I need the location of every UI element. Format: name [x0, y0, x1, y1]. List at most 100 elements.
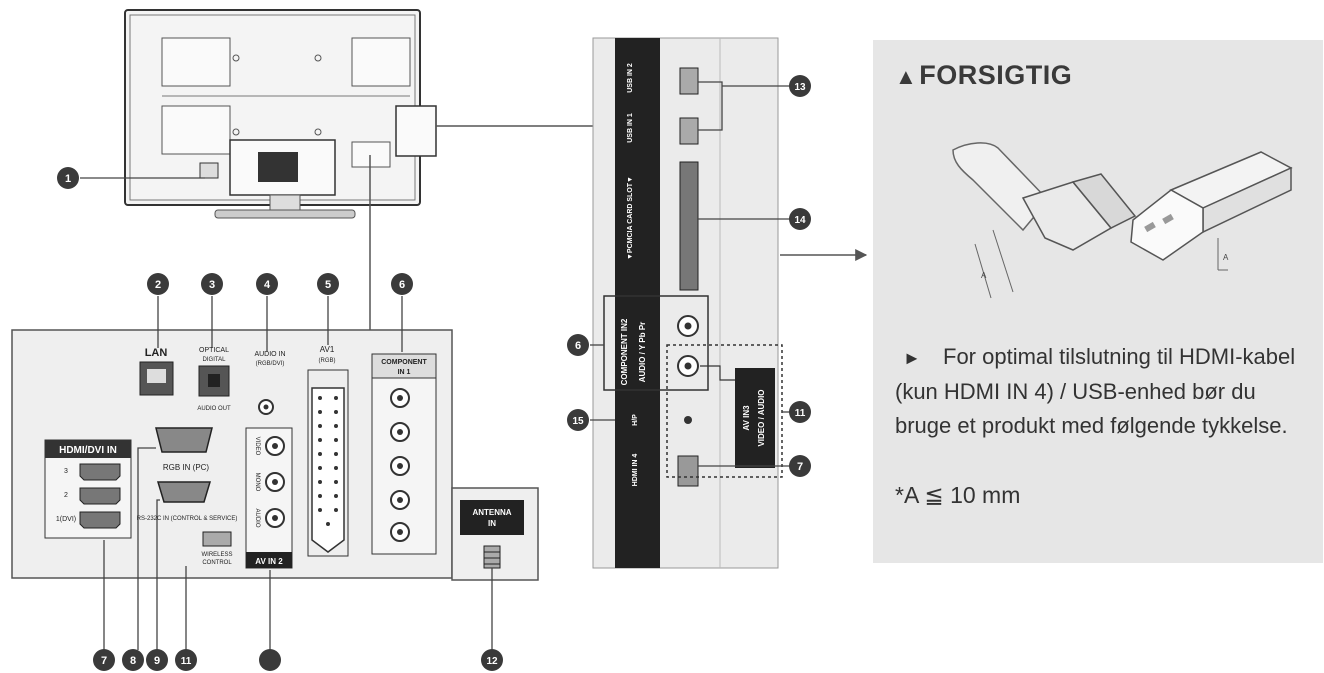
optical-sub-label: DIGITAL [203, 357, 227, 363]
caution-title: ▲FORSIGTIG [895, 60, 1073, 90]
triangle-bullet-icon: ► [903, 348, 921, 368]
dimension-label: A [981, 271, 987, 280]
callout-number: 5 [325, 279, 331, 291]
callout-number: 13 [794, 82, 806, 93]
callout-number: 14 [794, 215, 806, 226]
usb-in1-port [679, 117, 699, 145]
callout-number: 3 [209, 279, 215, 291]
av-in3-frame [666, 344, 783, 478]
rs232c-label: RS-232C IN (CONTROL & SERVICE) [137, 516, 238, 522]
scart-connector [311, 387, 345, 553]
antenna-sub-label: IN [488, 519, 496, 528]
av-in3-sub-label: VIDEO / AUDIO [757, 389, 766, 446]
hdmi-port-label: 1(DVI) [56, 516, 76, 523]
callout-marker [259, 649, 281, 671]
callout-marker [175, 649, 197, 671]
callout-number: 9 [154, 655, 160, 667]
optical-socket [208, 374, 220, 387]
headphone-jack [684, 416, 692, 424]
tv-back-illustration [124, 9, 437, 219]
optical-label: OPTICAL [199, 347, 229, 354]
callout-marker [789, 401, 811, 423]
caution-instruction: ►For optimal tilslutning til HDMI-kabel … [895, 340, 1313, 443]
callout-number: 12 [486, 656, 498, 667]
callout-number: 15 [572, 416, 584, 427]
callout-leaders [80, 81, 790, 650]
lan-socket [147, 369, 166, 383]
callout-marker [147, 273, 169, 295]
callout-marker [391, 273, 413, 295]
lan-label: LAN [145, 347, 168, 359]
callout-number: 2 [155, 279, 161, 291]
callout-marker [201, 273, 223, 295]
av-in2-video-label: VIDEO [254, 437, 260, 456]
antenna-label: ANTENNA [472, 508, 511, 517]
pcmcia-slot [679, 161, 699, 291]
component-in1-sub-label: IN 1 [398, 369, 411, 376]
component-in2-sub-label: AUDIO / Y Pb Pr [638, 322, 647, 383]
callout-marker [256, 273, 278, 295]
pcmcia-label: ▼PCMCIA CARD SLOT▼ [627, 176, 634, 260]
callout-marker [481, 649, 503, 671]
component-in1-label: COMPONENT [381, 359, 427, 366]
usb-in1-label: USB IN 1 [627, 113, 634, 143]
callout-number: 6 [575, 340, 581, 352]
rgb-in-port [155, 427, 213, 453]
rs232c-port [156, 481, 212, 503]
side-connection-panel: USB IN 2 USB IN 1 ▼PCMCIA CARD SLOT▼ COM… [592, 37, 783, 569]
av1-label: AV1 [320, 345, 335, 354]
antenna-panel: ANTENNA IN [451, 487, 539, 581]
callout-marker [567, 409, 589, 431]
callout-marker [789, 75, 811, 97]
hdmi-cable-illustration: A [952, 142, 1137, 299]
dimension-label: A [1223, 253, 1229, 262]
callout-marker [317, 273, 339, 295]
rear-connection-panel: LAN OPTICAL DIGITAL AUDIO OUT AUDIO IN (… [11, 329, 453, 579]
callout-number: 1 [65, 173, 71, 185]
callout-number: 8 [130, 655, 136, 667]
hdmi-port-label: 3 [64, 468, 68, 475]
antenna-port [483, 545, 501, 569]
hp-label: H/P [632, 414, 639, 426]
hdmi-port-3 [79, 463, 121, 481]
callout-markers: 1 2 3 4 5 6 7 8 9 11 12 13 14 6 15 11 7 [57, 75, 811, 671]
caution-box: ▲FORSIGTIG A A ►For optimal tilslutning … [873, 40, 1323, 563]
callout-number: 7 [797, 461, 803, 473]
callout-number: 6 [399, 279, 405, 291]
callout-number: 7 [101, 655, 107, 667]
caution-spec: *A ≦ 10 mm [895, 482, 1021, 508]
audio-in-sub-label: (RGB/DVI) [256, 361, 285, 367]
optical-port [198, 365, 230, 397]
warning-triangle-icon: ▲ [895, 64, 918, 89]
connector-illustration: A A [952, 142, 1293, 299]
callout-marker [789, 208, 811, 230]
wireless-sub-label: CONTROL [202, 560, 232, 566]
hdmi-in4-label: HDMI IN 4 [632, 454, 639, 487]
callout-marker [789, 455, 811, 477]
audio-out-label: AUDIO OUT [197, 406, 231, 412]
usb-in2-port [679, 67, 699, 95]
av1-sub-label: (RGB) [319, 358, 336, 364]
callout-number: 11 [181, 656, 192, 667]
hdmi-dvi-label: HDMI/DVI IN [59, 445, 117, 456]
callout-marker [93, 649, 115, 671]
hdmi-port-label: 2 [64, 492, 68, 499]
callout-number: 4 [264, 279, 271, 291]
usb-in2-label: USB IN 2 [627, 63, 634, 93]
wireless-port [202, 531, 232, 547]
usb-device-illustration: A [1130, 151, 1293, 271]
component-in2-frame [603, 295, 709, 391]
rgb-in-label: RGB IN (PC) [163, 463, 210, 472]
hdmi-port-2 [79, 487, 121, 505]
av-in3-label: AV IN3 [742, 405, 751, 431]
hdmi-port-1 [79, 511, 121, 529]
callout-marker [57, 167, 79, 189]
audio-in-label: AUDIO IN [254, 351, 285, 358]
av-in2-audio-label: AUDIO [254, 508, 260, 527]
component-in2-label: COMPONENT IN2 [620, 318, 629, 385]
av-in2-mono-label: MONO [254, 473, 260, 492]
callout-marker [567, 334, 589, 356]
callout-marker [122, 649, 144, 671]
